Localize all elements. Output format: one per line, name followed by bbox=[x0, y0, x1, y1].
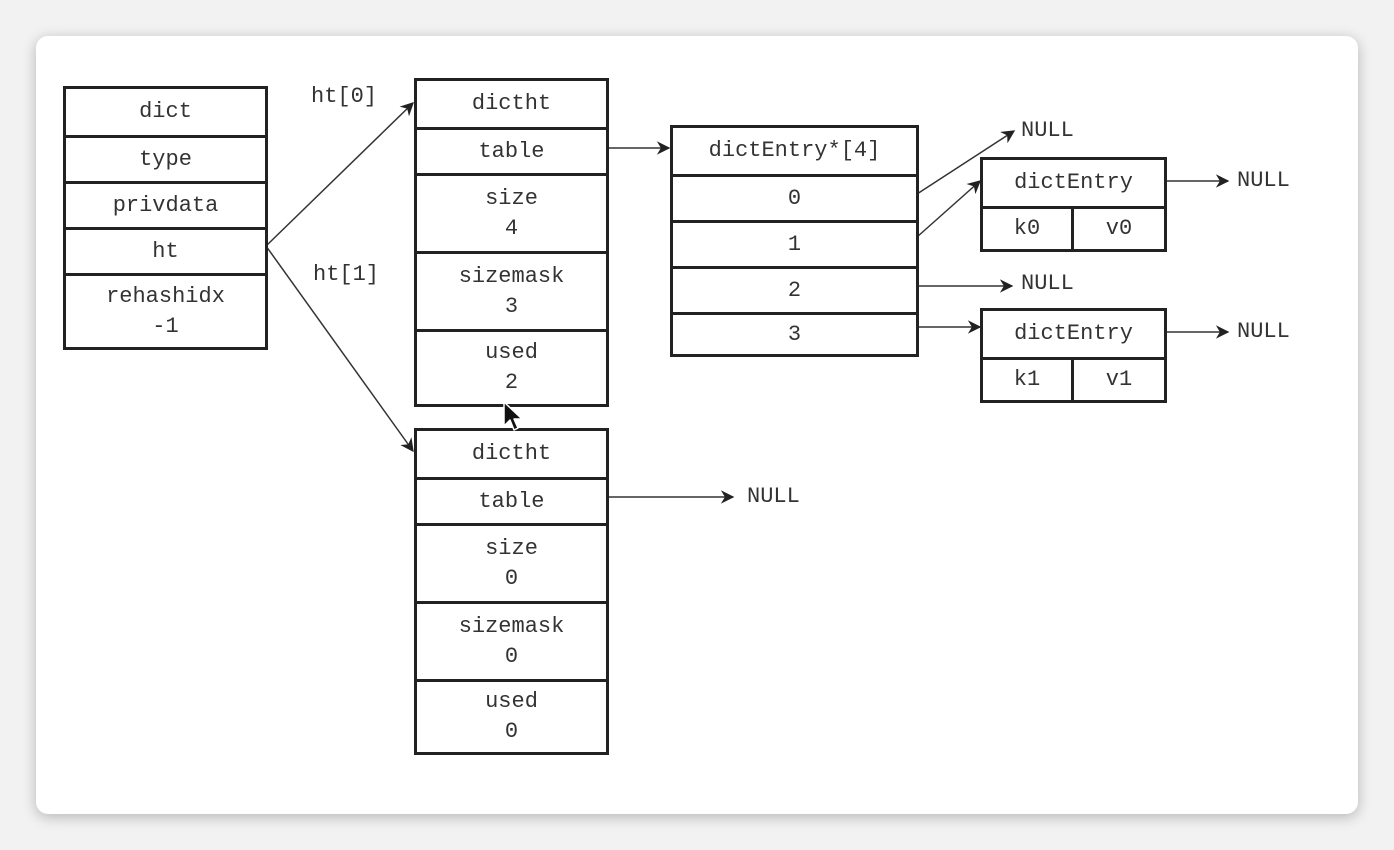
ht0-table: table bbox=[417, 127, 606, 173]
rehashidx-value: -1 bbox=[152, 313, 179, 339]
array-slot-3: 3 bbox=[673, 312, 916, 354]
dictentry-array: dictEntry*[4] 0 1 2 3 bbox=[670, 125, 919, 357]
ht1-used: used 0 bbox=[417, 679, 606, 752]
ht1-header-text: dictht bbox=[471, 441, 552, 466]
arrow-ht-to-ht0 bbox=[265, 102, 414, 247]
dict-header: dict bbox=[66, 89, 265, 135]
dict-header-text: dict bbox=[139, 99, 192, 124]
dictentry-0: dictEntry k0 v0 bbox=[980, 157, 1167, 252]
ht1-size-label: size bbox=[485, 535, 538, 561]
entry0-value: v0 bbox=[1105, 216, 1133, 241]
ht0-label: ht[0] bbox=[311, 84, 378, 109]
ht0-size: size 4 bbox=[417, 173, 606, 251]
ht1-size: size 0 bbox=[417, 523, 606, 601]
array-slot-3-text: 3 bbox=[787, 321, 802, 347]
dictht-ht1: dictht table size 0 sizemask 0 used 0 bbox=[414, 428, 609, 755]
mouse-cursor-icon bbox=[503, 401, 523, 431]
ht0-sizemask: sizemask 3 bbox=[417, 251, 606, 329]
array-slot-2-text: 2 bbox=[787, 277, 802, 303]
ht1-used-value: 0 bbox=[504, 719, 519, 744]
array-slot-0: 0 bbox=[673, 174, 916, 220]
ht1-used-label: used bbox=[485, 689, 538, 714]
ht1-header: dictht bbox=[417, 431, 606, 477]
array-header-text: dictEntry*[4] bbox=[708, 138, 881, 163]
entry0-header: dictEntry bbox=[983, 160, 1164, 206]
null-slot2: NULL bbox=[1021, 271, 1074, 296]
ht1-table: table bbox=[417, 477, 606, 523]
arrow-slot0-to-null bbox=[916, 130, 1016, 195]
ht0-size-label: size bbox=[485, 185, 538, 211]
array-slot-2: 2 bbox=[673, 266, 916, 312]
null-entry1-next: NULL bbox=[1237, 319, 1290, 344]
ht1-sizemask-label: sizemask bbox=[458, 613, 565, 639]
entry0-kv: k0 v0 bbox=[983, 206, 1164, 249]
ht1-sizemask: sizemask 0 bbox=[417, 601, 606, 679]
dict-field-type: type bbox=[66, 135, 265, 181]
ht0-table-text: table bbox=[478, 138, 545, 164]
entry1-header-text: dictEntry bbox=[1014, 321, 1133, 346]
null-entry0-next: NULL bbox=[1237, 168, 1290, 193]
rehashidx-label: rehashidx bbox=[106, 283, 225, 309]
ht0-header: dictht bbox=[417, 81, 606, 127]
dict-struct: dict type privdata ht rehashidx -1 bbox=[63, 86, 268, 350]
array-slot-0-text: 0 bbox=[787, 185, 802, 211]
ht1-size-value: 0 bbox=[504, 565, 519, 591]
ht1-label: ht[1] bbox=[313, 262, 380, 287]
null-slot0: NULL bbox=[1021, 118, 1074, 143]
ht0-used-label: used bbox=[485, 340, 538, 365]
dict-field-ht-text: ht bbox=[152, 238, 179, 264]
dictentry-1: dictEntry k1 v1 bbox=[980, 308, 1167, 403]
ht1-table-text: table bbox=[478, 488, 545, 514]
ht0-size-value: 4 bbox=[504, 215, 519, 241]
arrow-slot1-to-entry0 bbox=[916, 180, 982, 238]
ht0-sizemask-label: sizemask bbox=[458, 263, 565, 289]
dict-field-rehashidx: rehashidx -1 bbox=[66, 273, 265, 347]
entry1-key: k1 bbox=[983, 360, 1074, 400]
ht0-header-text: dictht bbox=[471, 91, 552, 116]
ht0-used-value: 2 bbox=[504, 370, 519, 395]
dict-field-privdata: privdata bbox=[66, 181, 265, 227]
dict-field-ht: ht bbox=[66, 227, 265, 273]
dict-field-type-text: type bbox=[139, 146, 192, 172]
ht0-used: used 2 bbox=[417, 329, 606, 404]
arrow-ht-to-ht1 bbox=[265, 245, 414, 453]
entry1-header: dictEntry bbox=[983, 311, 1164, 357]
dictht-ht0: dictht table size 4 sizemask 3 used 2 bbox=[414, 78, 609, 407]
entry0-key: k0 bbox=[983, 209, 1074, 249]
null-ht1-table: NULL bbox=[747, 484, 800, 509]
entry0-header-text: dictEntry bbox=[1014, 170, 1133, 195]
array-header: dictEntry*[4] bbox=[673, 128, 916, 174]
array-slot-1-text: 1 bbox=[787, 231, 802, 257]
dict-field-privdata-text: privdata bbox=[112, 192, 219, 218]
entry1-value: v1 bbox=[1105, 367, 1133, 392]
array-slot-1: 1 bbox=[673, 220, 916, 266]
ht0-sizemask-value: 3 bbox=[504, 293, 519, 319]
ht1-sizemask-value: 0 bbox=[504, 643, 519, 669]
entry1-kv: k1 v1 bbox=[983, 357, 1164, 400]
